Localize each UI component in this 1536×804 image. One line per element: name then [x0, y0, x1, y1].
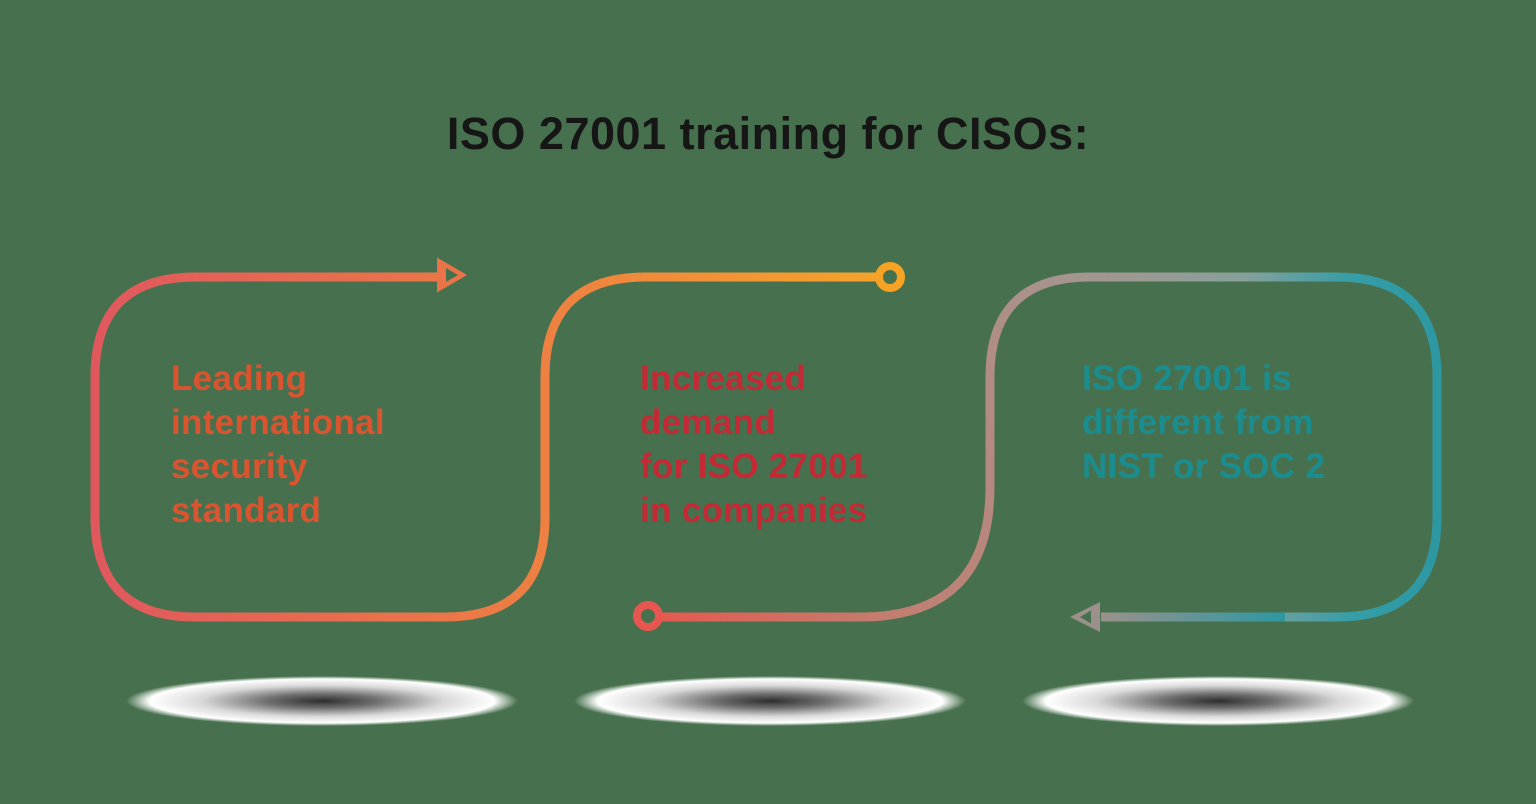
arrow-right-icon-hollow: [446, 268, 458, 282]
shadow-ellipse-3: [1022, 676, 1414, 726]
infographic-title: ISO 27001 training for CISOs:: [446, 108, 1090, 159]
panel-text-increased-demand: Increased demand for ISO 27001 in compan…: [640, 359, 868, 530]
arrow-left-icon-hollow: [1080, 610, 1091, 624]
shadow-ellipse-1: [126, 676, 518, 726]
ring-marker-bottom-icon: [633, 601, 663, 631]
flow-line-panel1: [90, 272, 879, 622]
flow-line-panel3: [1245, 272, 1442, 622]
shadow-ellipse-2: [574, 676, 966, 726]
panel-text-iso-difference: ISO 27001 is different from NIST or SOC …: [1082, 359, 1326, 486]
flow-line-panel2-to-panel3: [659, 272, 1245, 622]
ring-marker-top-icon: [875, 262, 905, 292]
panel-text-leading-standard: Leading international security standard: [171, 359, 385, 530]
